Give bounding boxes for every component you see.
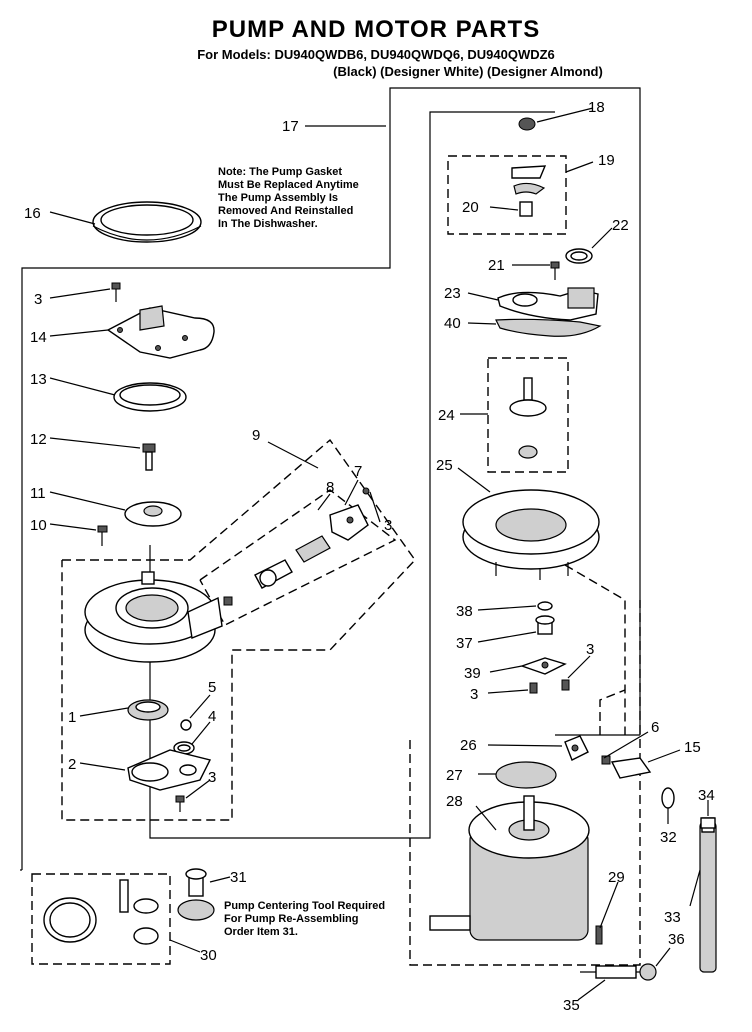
- bracket-23: [497, 287, 599, 321]
- o-ring-38: [537, 601, 553, 611]
- callout-28: 28: [446, 793, 463, 810]
- callout-24: 24: [438, 407, 455, 424]
- valve-37: [535, 615, 555, 635]
- callout-5: 5: [208, 679, 216, 696]
- shaft-35: [580, 965, 640, 979]
- callout-3: 3: [208, 769, 216, 786]
- screw-3-top: [111, 282, 121, 302]
- screw-21: [550, 261, 560, 280]
- leader-lines: [49, 107, 709, 1001]
- model-numbers: For Models: DU940QWDB6, DU940QWDQ6, DU94…: [197, 47, 555, 62]
- callout-30: 30: [200, 947, 217, 964]
- screw-29: [595, 925, 603, 945]
- callout-15: 15: [684, 739, 701, 756]
- callout-29: 29: [608, 869, 625, 886]
- o-ring-4: [173, 741, 195, 755]
- callout-6: 6: [651, 719, 659, 736]
- group-box-30: [31, 873, 171, 965]
- callout-20: 20: [462, 199, 479, 216]
- callout-14: 14: [30, 329, 47, 346]
- cap-18: [518, 117, 536, 131]
- callout-8: 8: [326, 479, 334, 496]
- motor-28: [429, 795, 590, 941]
- callout-25: 25: [436, 457, 453, 474]
- hose-33: [699, 817, 717, 973]
- pump-tool-31: [177, 868, 215, 921]
- callout-40: 40: [444, 315, 461, 332]
- screw-12: [142, 443, 156, 471]
- callout-4: 4: [208, 708, 216, 725]
- group-box-24: [487, 357, 569, 473]
- pump-housing: [84, 571, 223, 663]
- callout-3: 3: [34, 291, 42, 308]
- callout-37: 37: [456, 635, 473, 652]
- callout-10: 10: [30, 517, 47, 534]
- callout-26: 26: [460, 737, 477, 754]
- group-box-motor: [409, 600, 641, 966]
- callout-12: 12: [30, 431, 47, 448]
- callout-18: 18: [588, 99, 605, 116]
- pump-gasket-16: [92, 201, 202, 243]
- callout-1: 1: [68, 709, 76, 726]
- check-valve-9: [223, 487, 370, 606]
- callout-32: 32: [660, 829, 677, 846]
- callout-2: 2: [68, 756, 76, 773]
- callout-31: 31: [230, 869, 247, 886]
- callout-3: 3: [586, 641, 594, 658]
- impeller-11: [124, 501, 182, 527]
- bushing-20: [519, 201, 533, 217]
- seal-ring-13: [113, 382, 187, 412]
- pump-tool-note: Pump Centering Tool Required For Pump Re…: [224, 900, 386, 938]
- adapter-34: [700, 817, 716, 829]
- parts-19: [511, 165, 547, 195]
- callout-33: 33: [664, 909, 681, 926]
- bracket-2: [127, 749, 212, 791]
- motor-mount-25: [462, 489, 600, 580]
- pump-gasket-note: Note: The Pump Gasket Must Be Replaced A…: [218, 166, 359, 230]
- pump-housing-outline: [149, 111, 555, 839]
- ball-5: [180, 719, 192, 731]
- callout-36: 36: [668, 931, 685, 948]
- callout-23: 23: [444, 285, 461, 302]
- group-box-9: [199, 489, 397, 626]
- seal-22: [565, 248, 593, 264]
- callout-21: 21: [488, 257, 505, 274]
- flange-39: [519, 657, 567, 675]
- screws-3-right: [529, 679, 570, 694]
- gasket-40: [495, 318, 602, 337]
- shaft-24: [509, 377, 547, 459]
- repair-kit-30: [43, 879, 159, 945]
- clip-26: [564, 735, 589, 761]
- fan-27: [495, 761, 557, 789]
- diagram-title: PUMP AND MOTOR PARTS: [211, 16, 541, 43]
- callout-39: 39: [464, 665, 481, 682]
- model-colors: (Black) (Designer White) (Designer Almon…: [333, 64, 603, 79]
- callout-7: 7: [354, 463, 362, 480]
- callout-19: 19: [598, 152, 615, 169]
- callout-16: 16: [24, 205, 41, 222]
- callout-3: 3: [384, 517, 392, 534]
- assembly-outline-17: [21, 87, 641, 870]
- knob-36: [639, 963, 657, 981]
- valve-15: [601, 755, 652, 779]
- pump-cover-14: [106, 305, 215, 359]
- callout-27: 27: [446, 767, 463, 784]
- filter-1: [127, 699, 169, 721]
- callout-38: 38: [456, 603, 473, 620]
- callout-17: 17: [282, 118, 299, 135]
- callout-numbers: 16 3 14 13 12 11 10 1 2 5 4 3 9 8 7 3 17…: [24, 99, 715, 1014]
- callout-11: 11: [30, 485, 46, 502]
- screw-3-lower: [175, 795, 185, 812]
- callout-9: 9: [252, 427, 260, 444]
- callout-34: 34: [698, 787, 715, 804]
- callout-22: 22: [612, 217, 629, 234]
- clamp-32: [661, 787, 675, 809]
- callout-13: 13: [30, 371, 47, 388]
- callout-35: 35: [563, 997, 580, 1014]
- group-box-pump: [61, 438, 416, 821]
- callout-3: 3: [470, 686, 478, 703]
- screw-10: [97, 525, 108, 546]
- group-box-19: [447, 155, 567, 235]
